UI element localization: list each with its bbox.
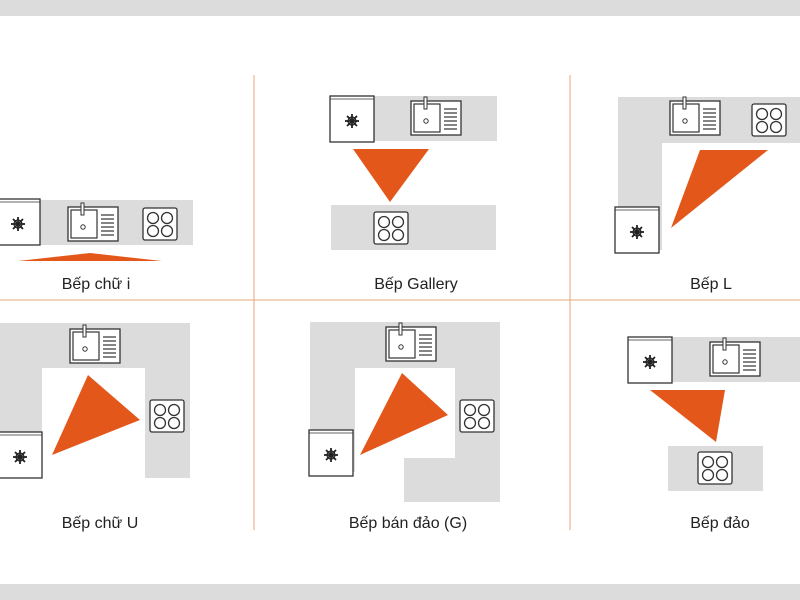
stove-icon — [697, 451, 733, 485]
stove-icon — [373, 211, 409, 245]
stove-icon — [751, 103, 787, 137]
work-triangle — [18, 253, 162, 261]
layout-l: Bếp L — [614, 96, 800, 293]
sink-icon — [410, 96, 462, 136]
layout-label: Bếp đảo — [690, 515, 750, 532]
fridge-icon — [0, 198, 41, 246]
layout-label: Bếp chữ U — [62, 515, 139, 532]
layout-i: Bếp chữ i — [0, 198, 193, 293]
fridge-icon — [308, 429, 354, 477]
sink-icon — [67, 202, 119, 242]
layout-label: Bếp Gallery — [374, 276, 458, 293]
work-triangle — [52, 375, 140, 455]
counter — [404, 458, 500, 502]
sink-icon — [385, 322, 437, 362]
fridge-icon — [0, 431, 43, 479]
fridge-icon — [329, 95, 375, 143]
layout-island: Bếp đảo — [627, 336, 800, 532]
stove-icon — [149, 399, 185, 433]
stove-icon — [459, 399, 495, 433]
layout-label: Bếp bán đảo (G) — [349, 515, 467, 532]
layout-gallery: Bếp Gallery — [329, 95, 497, 293]
work-triangle — [650, 390, 725, 442]
fridge-icon — [627, 336, 673, 384]
layout-label: Bếp L — [690, 276, 732, 293]
work-triangle — [360, 373, 448, 455]
work-triangle — [671, 150, 768, 228]
fridge-icon — [614, 206, 660, 254]
sink-icon — [709, 337, 761, 377]
layout-g: Bếp bán đảo (G) — [308, 322, 500, 532]
bottom-band — [0, 584, 800, 600]
layout-label: Bếp chữ i — [62, 276, 131, 293]
grid-dividers — [0, 75, 800, 530]
sink-icon — [669, 96, 721, 136]
sink-icon — [69, 324, 121, 364]
layout-u: Bếp chữ U — [0, 323, 190, 532]
counter — [331, 205, 496, 250]
stove-icon — [142, 207, 178, 241]
top-band — [0, 0, 800, 16]
work-triangle — [353, 149, 429, 202]
